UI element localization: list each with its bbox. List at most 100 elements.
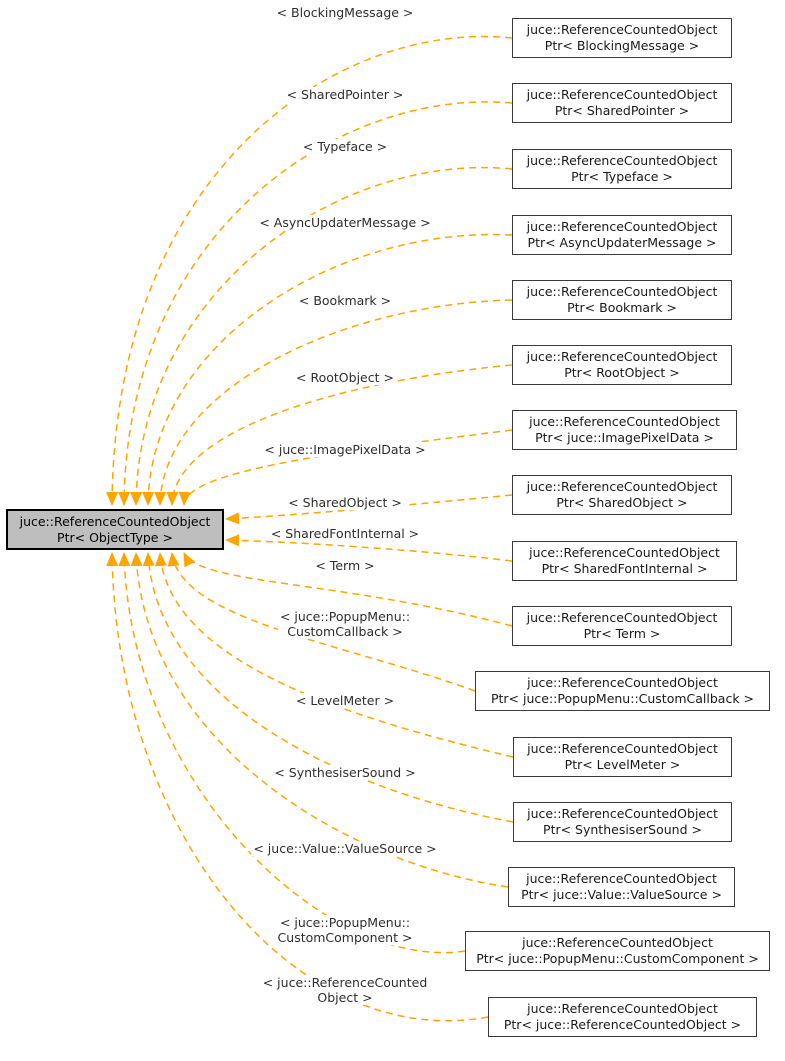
node-label-line1: juce::ReferenceCountedObject [529,545,720,560]
edge-label-line: < SharedPointer > [286,86,404,102]
template-instantiation-edge [118,101,513,506]
node-label-line2: Ptr< RootObject > [564,365,680,380]
edge-label-line: < juce::ReferenceCounted [262,975,428,990]
node-label-line2: Ptr< juce::ImagePixelData > [535,430,714,445]
template-instantiation-edge [142,552,514,823]
edge-label-line: < AsyncUpdaterMessage > [259,214,431,230]
edge-label-line: < Bookmark > [298,292,392,308]
template-instantiation-edge [142,233,513,506]
node-label-line2: Ptr< AsyncUpdaterMessage > [527,235,717,250]
edge-label-line: < juce::PopupMenu:: [279,915,411,930]
edge-label-line: < LevelMeter > [295,692,395,708]
node-label-line2: Ptr< Bookmark > [567,300,677,315]
node-label-line1: juce::ReferenceCountedObject [526,871,717,886]
edge-label: < RootObject > [294,369,396,385]
edge-label-line: Object > [317,990,373,1005]
edge-label: < juce::PopupMenu::CustomComponent > [275,915,415,945]
edge-label: < SharedObject > [286,494,404,510]
edge-label: < SharedPointer > [284,86,406,102]
edge-label: < juce::ImagePixelData > [262,441,428,457]
node-label-line2: Ptr< juce::ReferenceCountedObject > [503,1017,742,1032]
template-instantiation-edge [225,534,513,562]
node-label-line2: Ptr< Term > [583,626,661,641]
template-instantiation-edge [154,299,513,506]
template-instantiation-edge [118,552,466,954]
edge-label-line: < Term > [315,557,375,573]
edge-label: < Term > [313,557,377,573]
edge-label: < AsyncUpdaterMessage > [257,214,433,230]
current-node-label-line1: juce::ReferenceCountedObject [19,513,211,529]
edge-label: < SharedFontInternal > [268,525,422,541]
node-label-line1: juce::ReferenceCountedObject [526,87,718,102]
node-label-line2: Ptr< juce::PopupMenu::CustomComponent > [476,951,759,966]
template-instantiation-edge [178,429,513,506]
node-label-line1: juce::ReferenceCountedObject [527,675,718,690]
edge-label: < Typeface > [300,138,390,154]
edge-label: < juce::PopupMenu::CustomCallback > [277,609,413,639]
node-label-line2: Ptr< SharedPointer > [554,103,690,118]
node-label-line2: Ptr< SharedFontInternal > [541,561,708,576]
edge-label: < BlockingMessage > [274,4,416,20]
node-label-line2: Ptr< SynthesiserSound > [543,822,702,837]
edge-label-line: < juce::Value::ValueSource > [253,840,437,856]
template-instantiation-edge [166,364,513,506]
node-label-line2: Ptr< juce::PopupMenu::CustomCallback > [490,691,755,706]
node-label-line1: juce::ReferenceCountedObject [527,741,718,756]
edge-label-line: < SharedFontInternal > [270,525,420,541]
current-node-box: juce::ReferenceCountedObject Ptr< Object… [6,509,224,550]
edge-label: < SynthesiserSound > [272,764,418,780]
edge-label-line: CustomComponent > [277,930,413,945]
node-label-line2: Ptr< Typeface > [571,169,673,184]
edge-label-line: < BlockingMessage > [276,4,414,20]
node-label-line2: Ptr< SharedObject > [556,495,688,510]
node-label-line1: juce::ReferenceCountedObject [522,935,713,950]
node-label-line2: Ptr< BlockingMessage > [544,38,700,53]
edge-label-line: < juce::ImagePixelData > [264,441,426,457]
node-label-line1: juce::ReferenceCountedObject [526,153,718,168]
node-label-line1: juce::ReferenceCountedObject [526,610,718,625]
edge-label-line: < juce::PopupMenu:: [279,609,411,624]
edge-label: < Bookmark > [296,292,394,308]
edge-label-line: < SynthesiserSound > [274,764,416,780]
node-label-line1: juce::ReferenceCountedObject [526,284,718,299]
template-instantiation-edge [155,552,514,758]
node-label-line1: juce::ReferenceCountedObject [526,479,718,494]
edge-label-line: CustomCallback > [287,624,403,639]
template-instantiation-edge [106,35,513,506]
node-label-line1: juce::ReferenceCountedObject [527,806,718,821]
edge-label: < LevelMeter > [293,692,397,708]
template-instantiation-edge [167,552,476,692]
edge-label: < juce::Value::ValueSource > [251,840,439,856]
node-label-line1: juce::ReferenceCountedObject [526,349,718,364]
node-label-line1: juce::ReferenceCountedObject [527,1001,718,1016]
node-label-line1: juce::ReferenceCountedObject [529,414,720,429]
edge-label-line: < RootObject > [296,369,394,385]
edge-label-line: < Typeface > [302,138,388,154]
template-instantiation-edge [106,552,489,1022]
edge-label-line: < SharedObject > [288,494,402,510]
node-label-line2: Ptr< juce::Value::ValueSource > [521,887,722,902]
node-label-line1: juce::ReferenceCountedObject [526,219,718,234]
template-instantiation-edge [130,552,509,888]
current-node-label-line2: Ptr< ObjectType > [57,529,173,545]
template-instantiation-edge [130,166,513,506]
